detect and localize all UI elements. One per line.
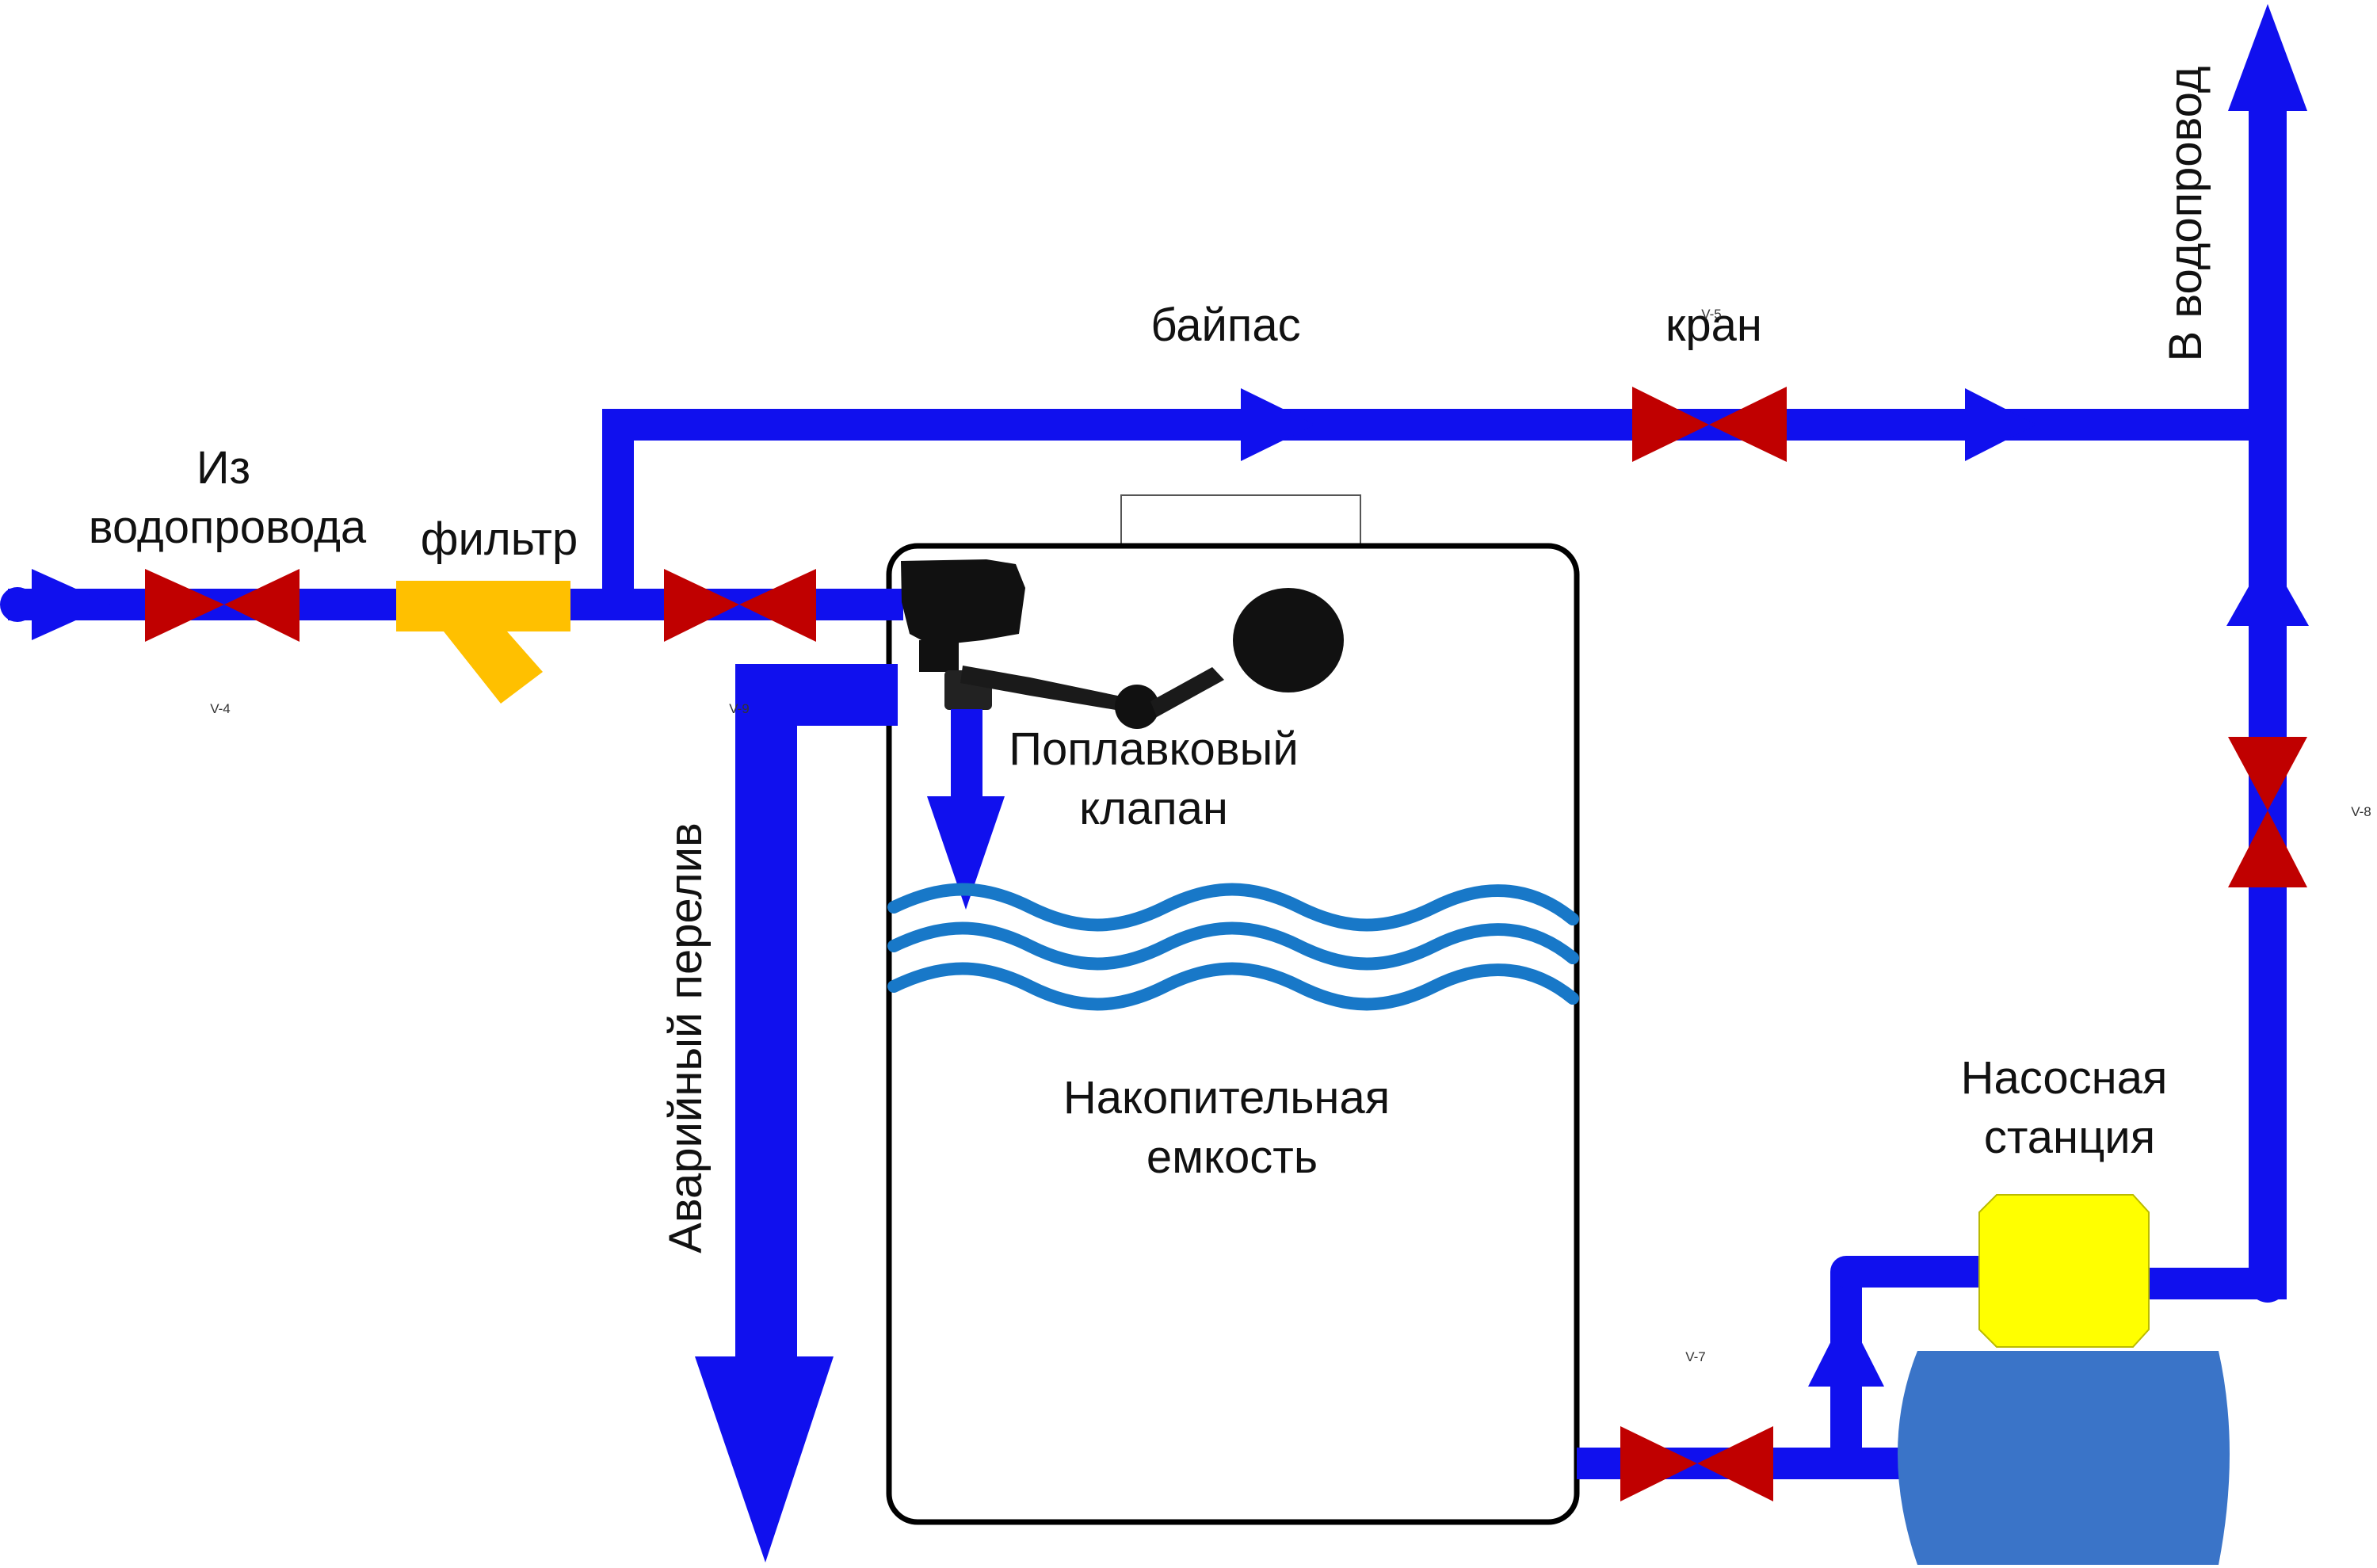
bypass-flow-arrow — [1241, 388, 1315, 461]
valve-v5-tag: V-5 — [1701, 307, 1722, 322]
outlet-label: В водопровод — [2160, 67, 2211, 362]
valve-v8-tag: V-8 — [2351, 804, 2371, 819]
pump-flow-arrow — [1808, 1311, 1884, 1387]
float-valve-label-line1: Поплавковый — [1009, 723, 1298, 775]
bypass-label: байпас — [1150, 299, 1300, 351]
valve-v9-tag: V-9 — [729, 701, 750, 716]
filter-icon — [396, 581, 570, 704]
pump-label-line1: Насосная — [1961, 1052, 2168, 1104]
valve-v7 — [1620, 1426, 1773, 1501]
inlet-flow-arrow — [32, 569, 111, 640]
bypass-flow-arrow-2 — [1965, 388, 2036, 461]
riser-flow-arrow — [2226, 553, 2309, 626]
valve-v4-tag: V-4 — [210, 701, 231, 716]
valve-v7-tag: V-7 — [1685, 1349, 1706, 1364]
overflow-pipe — [695, 664, 898, 1562]
tank-label-line1: Накопительная — [1063, 1072, 1390, 1124]
valve-v4 — [145, 569, 300, 642]
tank-feed-pipe — [816, 589, 903, 620]
float-valve-icon — [901, 559, 1344, 729]
water-waves-icon — [887, 883, 1579, 1011]
pump-label-line2: станция — [1984, 1112, 2155, 1163]
valve-v9 — [664, 569, 816, 642]
valve-v5 — [1632, 387, 1787, 462]
storage-tank — [886, 494, 1580, 1525]
tank-label-line2: емкость — [1147, 1131, 1318, 1183]
bypass-valve-label: кран — [1665, 299, 1762, 351]
pump-station-icon — [1898, 1194, 2230, 1565]
float-valve-discharge — [927, 709, 1005, 910]
inlet-label-line1: Из — [196, 442, 250, 494]
overflow-label: Аварийный перелив — [660, 822, 712, 1253]
valve-v8 — [2228, 737, 2307, 887]
outlet-flow-arrow — [2228, 4, 2307, 111]
float-valve-label-line2: клапан — [1079, 783, 1228, 834]
filter-label: фильтр — [421, 513, 578, 565]
outlet-riser-pipe — [2249, 95, 2287, 1299]
inlet-label-line2: водопровода — [89, 502, 367, 553]
